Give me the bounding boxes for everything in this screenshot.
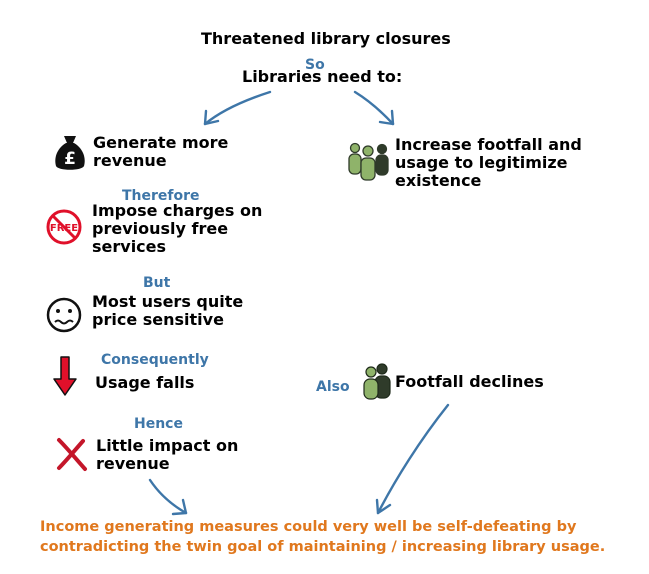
svg-text:£: £	[64, 149, 76, 169]
arrow-to-generate-revenue	[203, 90, 272, 126]
diagram-title: Threatened library closures	[201, 29, 451, 48]
group-of-people-icon	[346, 141, 392, 187]
connector-therefore: Therefore	[122, 188, 200, 204]
footfall-declines-text: Footfall declines	[395, 372, 544, 391]
connector-consequently: Consequently	[101, 352, 209, 368]
connector-but: But	[143, 275, 171, 291]
two-people-icon	[360, 362, 394, 404]
price-sensitive-text: Most users quite price sensitive	[92, 292, 244, 329]
connector-so: So	[305, 57, 325, 73]
little-impact-text: Little impact on revenue	[96, 436, 239, 473]
money-bag-pound-icon: £	[52, 133, 88, 177]
generate-revenue-text: Generate more revenue	[93, 133, 229, 170]
no-free-sign-icon: FREE	[44, 207, 84, 251]
red-down-arrow-icon	[52, 355, 78, 401]
diagram-subtitle: Libraries need to:	[242, 67, 403, 86]
usage-falls-text: Usage falls	[95, 373, 195, 392]
arrow-from-footfall-to-conclusion	[376, 403, 450, 515]
worried-face-icon	[44, 295, 84, 339]
impose-charges-text: Impose charges on previously free servic…	[92, 201, 263, 256]
conclusion-text: Income generating measures could very we…	[40, 519, 606, 555]
connector-also: Also	[316, 379, 350, 395]
arrow-from-revenue-to-conclusion	[148, 478, 188, 515]
red-cross-icon	[55, 436, 89, 476]
increase-footfall-text: Increase footfall and usage to legitimiz…	[395, 135, 582, 190]
arrow-to-increase-footfall	[353, 90, 395, 126]
connector-hence: Hence	[134, 416, 183, 432]
